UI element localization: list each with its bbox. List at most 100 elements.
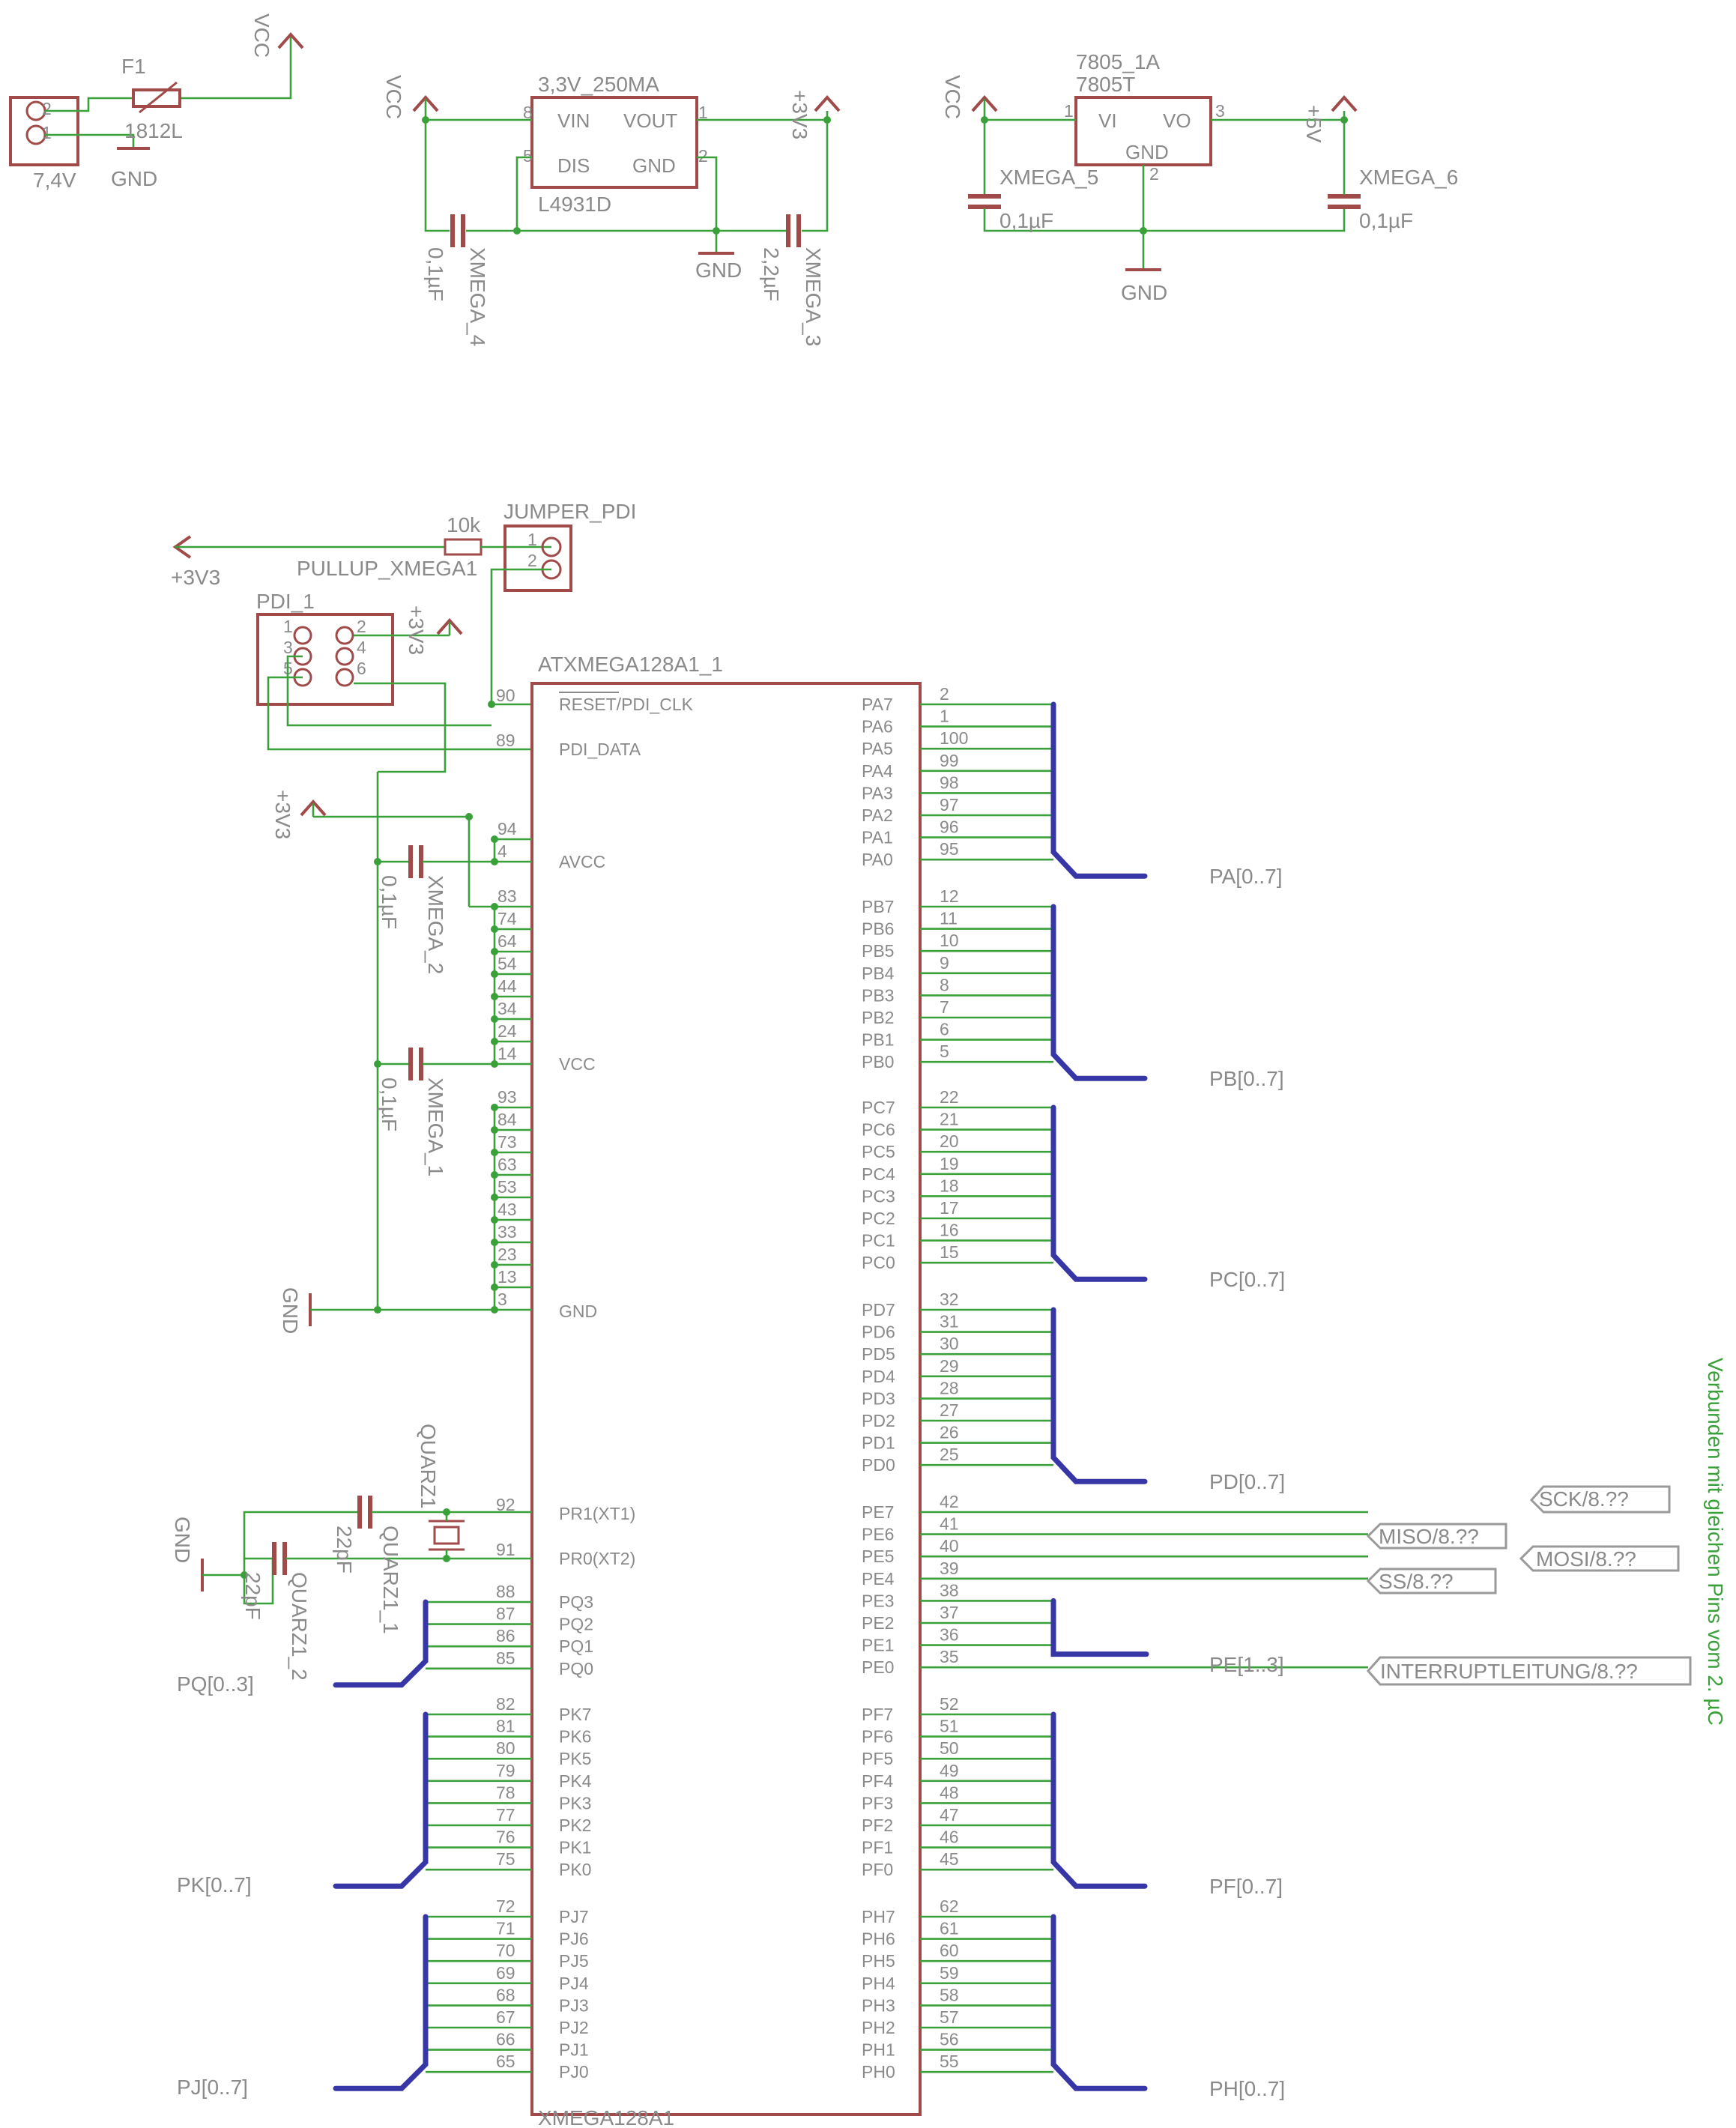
pin-label-pc3: PC3 — [862, 1186, 895, 1206]
avcc-cap-value: 0,1µF — [378, 875, 401, 929]
mcu-vcc-pin-14: 14 — [497, 1044, 517, 1063]
side-note: Verbunden mit gleichen Pins vom 2. µC — [1704, 1358, 1727, 1726]
fuse-f1: F1 1812L — [121, 55, 183, 142]
pin-number-pa4: 99 — [940, 751, 959, 770]
pin-label-ph3: PH3 — [862, 1995, 895, 2015]
pin-number-ph0: 55 — [940, 2052, 959, 2071]
pin-number-pd5: 30 — [940, 1334, 959, 1353]
crystal-c1-name: QUARZ1_1 — [379, 1526, 402, 1634]
pin-label-pb3: PB3 — [862, 985, 894, 1005]
mcu-gnd-label: GND — [559, 1302, 597, 1321]
mcu-vcc-pin-64: 64 — [497, 931, 517, 951]
pullup-value: 10k — [447, 513, 481, 536]
vcc-cap-value: 0,1µF — [378, 1077, 401, 1131]
pin-number-pd4: 29 — [940, 1356, 959, 1376]
pin-label-pj5: PJ5 — [559, 1951, 589, 1971]
pdi-connector: 1 2 3 4 5 6 PDI_1 — [256, 590, 394, 706]
pin-number-pb4: 9 — [940, 953, 949, 973]
pin-number-pk7: 82 — [496, 1694, 515, 1714]
mcu-vcc-pin-83: 83 — [497, 886, 517, 906]
pin-number-pj1: 66 — [496, 2030, 515, 2049]
pin-label-pc7: PC7 — [862, 1098, 895, 1117]
pin-number-pf4: 49 — [940, 1761, 959, 1780]
pe-net-labels: SCK/8.?? MISO/8.?? MOSI/8.?? SS/8.?? INT… — [1366, 1485, 1692, 1686]
reg2-cap-in-name: XMEGA_5 — [999, 166, 1098, 189]
pin-label-pd7: PD7 — [862, 1300, 895, 1320]
p3v3-label-avcc: +3V3 — [271, 790, 294, 839]
vcc-cap-name: XMEGA_1 — [424, 1077, 447, 1176]
mcu-gnd-pin-84: 84 — [497, 1110, 517, 1129]
gnd-label-reg1: GND — [695, 259, 742, 282]
regulator2-gnd: GND — [1125, 141, 1169, 163]
reg1-cap-in-name: XMEGA_4 — [466, 247, 489, 346]
pin-label-pe5: PE5 — [862, 1547, 894, 1566]
pin-number-pd7: 32 — [940, 1290, 959, 1309]
pin-label-pk6: PK6 — [559, 1727, 591, 1747]
mcu-vcc-pin-44: 44 — [497, 976, 517, 996]
bus-label-pc: PC[0..7] — [1209, 1268, 1285, 1291]
pin-number-ph5: 60 — [940, 1941, 959, 1960]
mcu-vcc-label: VCC — [559, 1054, 596, 1074]
mcu-gnd-pin-73: 73 — [497, 1132, 517, 1152]
pin-label-pk0: PK0 — [559, 1860, 591, 1879]
mcu-gnd-pin-93: 93 — [497, 1087, 517, 1107]
pin-label-pk2: PK2 — [559, 1816, 591, 1835]
mcu-pin-pr1: 92 — [496, 1495, 515, 1514]
pdi-pin-6: 6 — [357, 659, 366, 678]
pin-number-pk3: 78 — [496, 1783, 515, 1802]
bus-label-pd: PD[0..7] — [1209, 1470, 1285, 1493]
mcu-pin-pdi: 89 — [496, 731, 515, 750]
pin-label-pd4: PD4 — [862, 1367, 895, 1386]
regulator-l4931: 3,3V_250MA L4931D VIN VOUT DIS GND 8 1 5… — [523, 73, 708, 216]
pin-number-pf5: 50 — [940, 1738, 959, 1758]
bus-label-ph: PH[0..7] — [1209, 2077, 1285, 2100]
jumper-pin-2: 2 — [527, 551, 537, 570]
pdi-pin-2: 2 — [357, 617, 366, 636]
net-label-miso: MISO/8.?? — [1379, 1525, 1479, 1548]
pin-number-pb5: 10 — [940, 931, 959, 950]
pin-label-pa6: PA6 — [862, 717, 893, 737]
reg1-cap-in-value: 0,1µF — [424, 247, 447, 301]
p5v-label: +5V — [1302, 105, 1325, 143]
pin-number-pa0: 95 — [940, 839, 959, 859]
regulator2-title: 7805_1A — [1076, 50, 1160, 73]
reg2-cap-out-name: XMEGA_6 — [1359, 166, 1458, 189]
pin-number-pe7: 42 — [940, 1492, 959, 1511]
mcu-vcc-pin-74: 74 — [497, 909, 517, 928]
mcu-gnd-pin-43: 43 — [497, 1200, 517, 1219]
pin-label-pd3: PD3 — [862, 1388, 895, 1408]
reg1-cap-out-value: 2,2µF — [760, 247, 783, 301]
pin-number-pj4: 69 — [496, 1963, 515, 1983]
reg2-cap-in-value: 0,1µF — [999, 209, 1053, 232]
pin-label-ph5: PH5 — [862, 1951, 895, 1971]
regulator2-pin-vo: 3 — [1215, 101, 1225, 121]
pin-number-pf0: 45 — [940, 1849, 959, 1869]
regulator2-pin-vi: 1 — [1064, 101, 1074, 121]
bus-label-pq: PQ[0..3] — [177, 1672, 254, 1696]
mcu-vcc-pin-54: 54 — [497, 954, 517, 973]
pin-label-pf7: PF7 — [862, 1705, 893, 1724]
pin-number-pe3: 38 — [940, 1580, 959, 1600]
pin-number-pc2: 17 — [940, 1198, 959, 1218]
p3v3-label-reg1: +3V3 — [788, 90, 811, 139]
pin-number-pk4: 79 — [496, 1761, 515, 1780]
pin-label-pd6: PD6 — [862, 1323, 895, 1342]
net-label-ss: SS/8.?? — [1379, 1570, 1454, 1593]
pin-number-pe5: 40 — [940, 1536, 959, 1556]
regulator2-part: 7805T — [1076, 73, 1135, 96]
pin-number-pa5: 100 — [940, 728, 968, 748]
pin-label-pe6: PE6 — [862, 1525, 894, 1544]
mcu-gnd-pin-53: 53 — [497, 1177, 517, 1197]
pin-label-pj1: PJ1 — [559, 2040, 589, 2060]
pin-label-pc4: PC4 — [862, 1164, 895, 1184]
mcu-avcc-label: AVCC — [559, 852, 605, 871]
pin-number-pj0: 65 — [496, 2052, 515, 2071]
pdi-pin-1: 1 — [283, 617, 293, 636]
jumper-pdi: 1 2 JUMPER_PDI — [503, 500, 636, 592]
pin-number-pb3: 8 — [940, 975, 949, 994]
pin-label-ph4: PH4 — [862, 1974, 895, 1993]
regulator1-vout: VOUT — [623, 109, 677, 132]
pin-label-pa7: PA7 — [862, 695, 893, 714]
bus-pe — [1050, 1597, 1149, 1657]
pin-label-pa1: PA1 — [862, 828, 893, 847]
